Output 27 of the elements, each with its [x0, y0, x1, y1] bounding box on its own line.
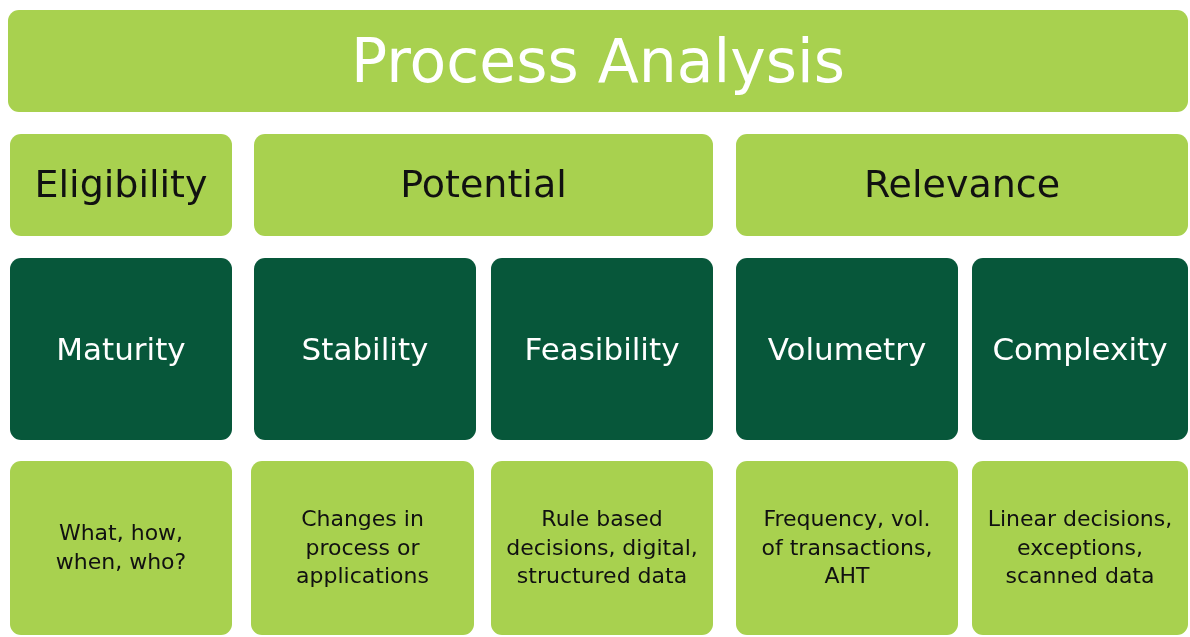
criterion-box: [254, 258, 476, 440]
description-box: [491, 461, 713, 635]
category-box: [254, 134, 713, 236]
criterion-box: [972, 258, 1188, 440]
description-text: What, how, when, who?: [54, 519, 188, 576]
category-label: Eligibility: [34, 161, 208, 209]
category-box: [10, 134, 232, 236]
criterion-box: [736, 258, 958, 440]
description-box: [10, 461, 232, 635]
criterion-label: Volumetry: [767, 329, 927, 369]
description-text: Frequency, vol. of transactions, AHT: [760, 505, 934, 591]
title: Process Analysis: [351, 26, 845, 96]
category-label: Relevance: [863, 161, 1061, 209]
description-box: [251, 461, 474, 635]
criterion-label: Feasibility: [524, 329, 680, 369]
criterion-box: [491, 258, 713, 440]
description-box: [736, 461, 958, 635]
description-text: Rule based decisions, digital, structured data: [505, 505, 699, 591]
criterion-box: [10, 258, 232, 440]
description-text: Linear decisions, exceptions, scanned data: [986, 505, 1174, 591]
category-label: Potential: [400, 161, 567, 209]
criterion-label: Maturity: [56, 329, 186, 369]
description-text: Changes in process or applications: [295, 505, 430, 591]
criterion-label: Stability: [301, 329, 429, 369]
criterion-label: Complexity: [992, 329, 1168, 369]
category-box: [736, 134, 1188, 236]
description-box: [972, 461, 1188, 635]
